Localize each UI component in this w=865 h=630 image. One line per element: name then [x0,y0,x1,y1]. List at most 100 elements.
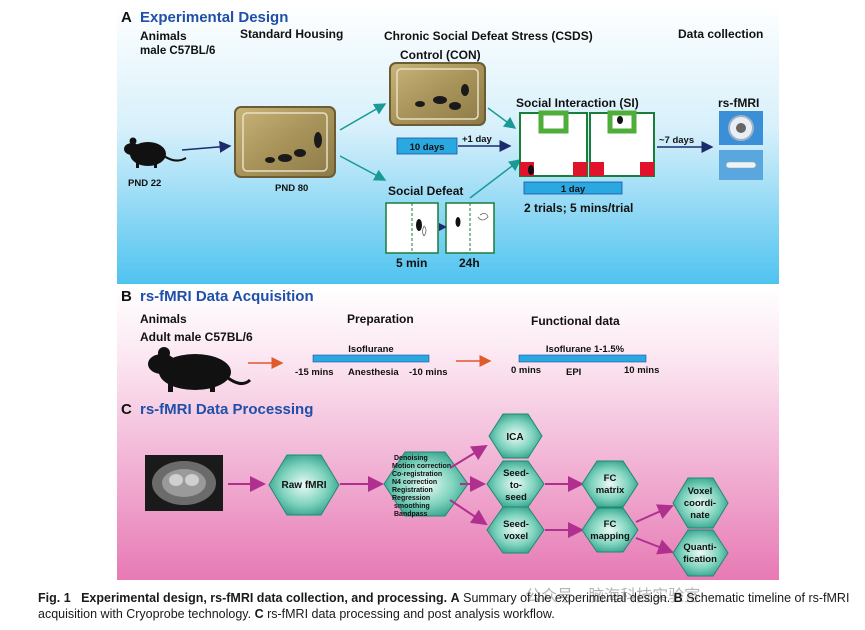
control-label: Control (CON) [400,48,481,62]
step-regression: Regression [392,495,430,502]
isoflurane-label: Isoflurane [348,344,393,355]
panel-a-animal-strain: male C57BL/6 [140,45,215,57]
defeat-cage-24h [445,202,495,254]
voxel-coordinate-hexagon [672,477,729,529]
anesthesia-label: Anesthesia [348,367,399,378]
prep-start-label: -15 mins [295,367,334,378]
ica-label: ICA [506,432,523,443]
step-motion-correction: Motion correction [392,463,451,470]
si-arena-trial-1 [519,110,588,177]
cryoprobe-image [719,150,763,180]
panel-c-letter: C [121,401,132,418]
social-defeat-label: Social Defeat [388,184,463,198]
voxel-coordinate-line-1: Voxel [688,486,713,497]
approx-seven-days-label: ~7 days [659,135,694,146]
step-smoothing: smoothing [394,503,430,510]
fc-matrix-line-2: matrix [596,485,625,496]
rs-fmri-label: rs-fMRI [718,96,759,110]
one-day-bar [523,181,623,195]
panel-b-animal-label: Adult male C57BL/6 [140,330,253,344]
adult-mouse-icon [148,347,252,392]
caption-bold-title: Experimental design, rs-fMRI data collec… [81,591,448,605]
raw-fmri-label: Raw fMRI [282,480,327,491]
step-registration: Registration [392,487,433,494]
step-n4-correction: N4 correction [392,479,437,486]
social-interaction-label: Social Interaction (SI) [516,96,639,110]
preprocessing-steps: Denoising Motion correction Co-registrat… [392,455,451,518]
caption-a-label: A [450,591,460,605]
si-arena-trial-2 [589,110,655,177]
epi-start-label: 0 mins [511,365,541,376]
panel-a-title: Experimental Design [140,9,288,26]
step-denoising: Denoising [394,455,428,462]
ten-days-bar [396,137,458,155]
epi-label: EPI [566,367,581,378]
defeat-cage-5min [385,202,439,254]
caption-c-text: rs-fMRI data processing and post analysi… [267,607,555,621]
panel-b-letter: B [121,288,132,305]
voxel-coordinate-line-2: coordi- [684,498,716,509]
one-day-label: 1 day [561,184,586,195]
pnd-housing-label: PND 80 [275,183,308,194]
isoflurane-prep-bar [312,354,430,363]
twenty-four-h-label: 24h [459,256,480,270]
seed-to-seed-line-1: Seed- [503,468,529,479]
panel-b-title: rs-fMRI Data Acquisition [140,288,314,305]
panel-a-col-data: Data collection [678,27,763,41]
isoflurane-range-label: Isoflurane 1-1.5% [546,344,625,355]
fc-mapping-line-2: mapping [590,531,630,542]
quantification-hexagon [672,529,729,577]
raw-fmri-hexagon [268,454,340,516]
seed-voxel-line-1: Seed- [503,519,529,530]
preprocessing-hexagon [383,451,469,517]
caption-a-text: Summary of the experimental design. [463,591,671,605]
epi-bar [518,354,647,363]
ten-days-label: 10 days [410,142,445,153]
pnd-start-label: PND 22 [128,178,161,189]
arrow-mapping-to-voxel [635,504,674,523]
brain-mri-image [145,455,223,511]
ica-hexagon [488,413,543,459]
step-co-registration: Co-registration [392,471,442,478]
arrow-defeat-to-si [469,159,522,199]
seed-voxel-hexagon [486,506,545,554]
fc-matrix-hexagon [581,460,639,508]
quantification-line-1: Quanti- [683,542,716,553]
trials-label: 2 trials; 5 mins/trial [524,201,633,215]
five-min-label: 5 min [396,256,427,270]
figure-caption: Fig. 1 Experimental design, rs-fMRI data… [38,590,858,622]
mouse-icon [124,137,187,168]
panel-a-letter: A [121,9,132,26]
arrow-control-to-si [487,107,517,129]
panel-a-col-housing: Standard Housing [240,27,343,41]
panel-b-col-animals: Animals [140,312,187,326]
seed-voxel-line-2: voxel [504,531,528,542]
fc-matrix-line-1: FC [604,473,617,484]
caption-b-text: Schematic timeline of rs-fMRI acquisitio… [38,591,850,621]
caption-fig-label: Fig. 1 [38,591,71,605]
arrow-to-housing [181,140,232,153]
housing-cage-image [234,106,336,178]
arrow-to-control [339,103,387,131]
seed-to-seed-line-2: to- [510,480,522,491]
fc-mapping-line-1: FC [604,519,617,530]
caption-c-label: C [254,607,264,621]
voxel-coordinate-line-3: nate [690,510,710,521]
caption-b-label: B [673,591,683,605]
panel-b-col-preparation: Preparation [347,312,414,326]
panel-a-col-csds: Chronic Social Defeat Stress (CSDS) [384,29,593,43]
panel-c-title: rs-fMRI Data Processing [140,401,313,418]
mri-scanner-image [719,111,763,145]
seed-to-seed-line-3: seed [505,492,527,503]
arrow-to-defeat [339,155,387,181]
panel-b-col-functional: Functional data [531,314,620,328]
panel-a-col-animals: Animals [140,29,187,43]
arrow-steps-to-voxel [449,499,488,526]
arrow-steps-to-ica [449,444,488,469]
watermark: 公众号 · 脑海科技实验室 [525,586,701,605]
epi-end-label: 10 mins [624,365,659,376]
fc-mapping-hexagon [581,507,639,553]
quantification-line-2: fication [683,554,717,565]
prep-end-label: -10 mins [409,367,448,378]
plus-one-day-label: +1 day [462,134,493,145]
